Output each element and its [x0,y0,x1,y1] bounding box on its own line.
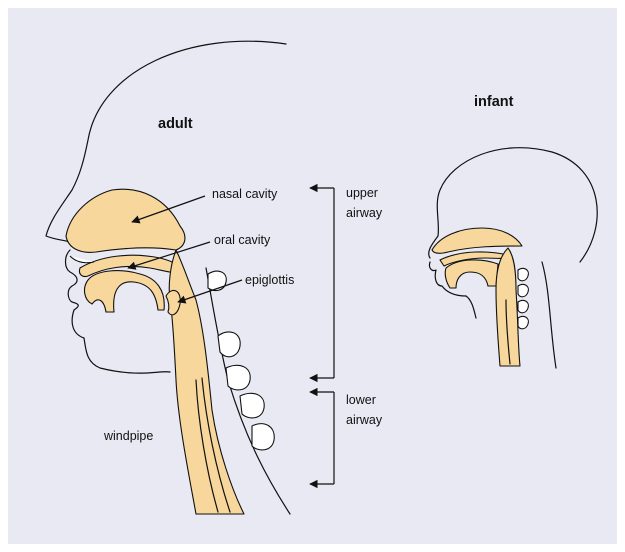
upper-airway-bracket [310,188,334,378]
lower-airway-bracket [310,392,334,484]
oral-cavity-label: oral cavity [214,233,271,247]
lower-airway-label-1: lower [346,393,376,407]
vertebra [518,316,528,328]
infant-oral-cavity [445,260,498,288]
vertebra [240,393,264,418]
windpipe-label: windpipe [103,429,153,443]
adult-nasal-cavity [66,189,185,252]
infant-vertebrae [518,268,528,328]
adult-title: adult [158,116,193,132]
infant-neck-back [542,262,556,368]
vertebra [518,284,528,296]
infant-title: infant [474,94,514,110]
upper-airway-label-2: airway [346,206,383,220]
vertebra [226,365,250,390]
adult-oral-cavity [85,271,165,312]
adult-vertebrae [208,271,274,450]
vertebra [208,271,226,290]
lower-airway-label-2: airway [346,413,383,427]
nasal-cavity-label: nasal cavity [212,187,278,201]
infant-neck-front [466,296,476,318]
upper-airway-label-1: upper [346,186,378,200]
epiglottis-label: epiglottis [245,273,294,287]
vertebra [518,300,528,312]
vertebra [518,268,528,280]
vertebra [218,332,240,357]
adult-nose-line [70,256,94,263]
vertebra [252,424,274,450]
